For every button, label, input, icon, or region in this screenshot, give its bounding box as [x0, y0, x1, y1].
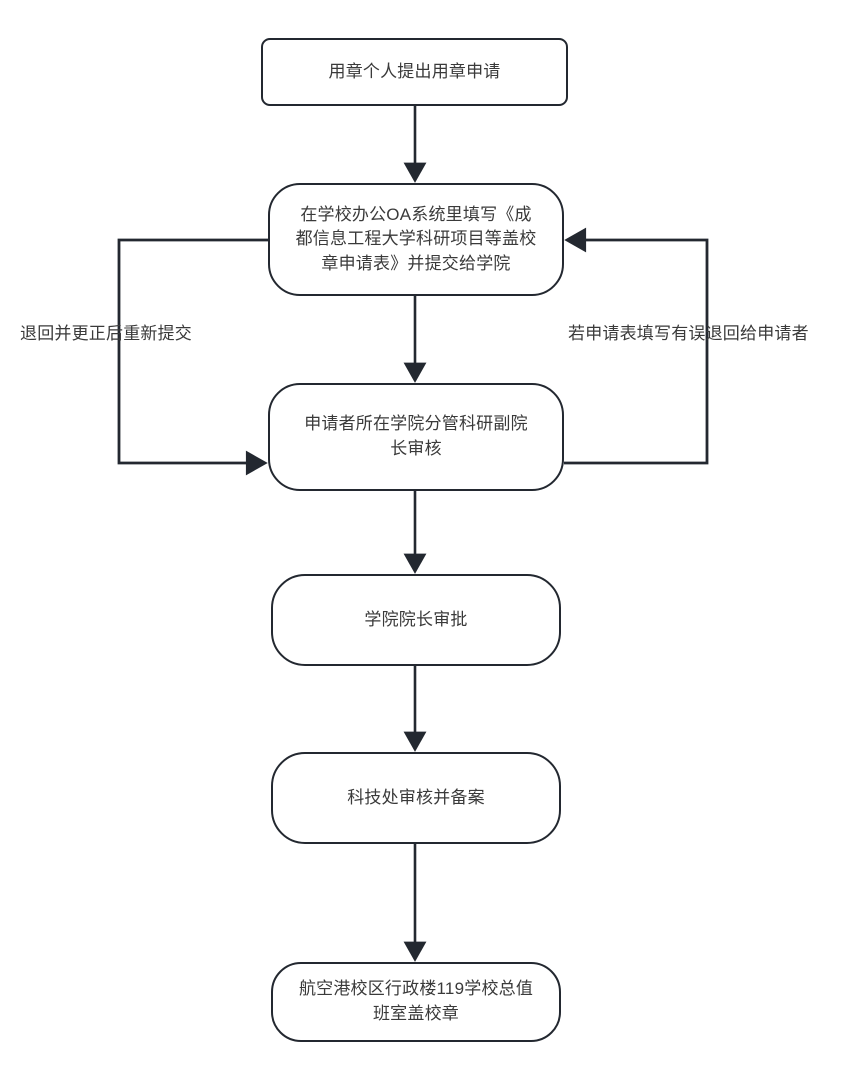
flow-node-oa-form-submit[interactable]: 在学校办公OA系统里填写《成 都信息工程大学科研项目等盖校 章申请表》并提交给学…: [268, 183, 564, 296]
edge-label-resubmit: 退回并更正后重新提交: [20, 324, 192, 343]
flow-node-apply-request[interactable]: 用章个人提出用章申请: [261, 38, 568, 106]
flow-node-dean-approval[interactable]: 学院院长审批: [271, 574, 561, 666]
flow-node-sci-tech-office-review[interactable]: 科技处审核并备案: [271, 752, 561, 844]
connector-return-left: [117, 238, 268, 476]
flow-node-vice-dean-review[interactable]: 申请者所在学院分管科研副院 长审核: [268, 383, 564, 491]
flow-node-seal-stamping-location[interactable]: 航空港校区行政楼119学校总值 班室盖校章: [271, 962, 561, 1042]
edge-label-reject: 若申请表填写有误退回给申请者: [568, 324, 809, 343]
connector-reject-right: [564, 227, 709, 465]
